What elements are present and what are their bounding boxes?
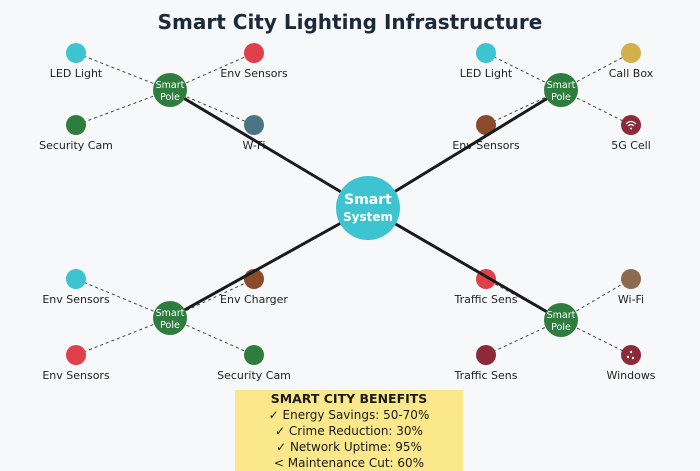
diagram-title: Smart City Lighting Infrastructure: [157, 10, 543, 34]
device-label: Security Cam: [39, 139, 113, 152]
pole-label: Smart: [156, 80, 185, 91]
backbone-link: [169, 206, 369, 320]
device-node: [66, 269, 86, 289]
smart-pole-node: [153, 73, 187, 107]
dashed-link: [75, 52, 171, 91]
benefit-item: ✓ Energy Savings: 50-70%: [268, 408, 430, 422]
center-label: Smart: [344, 192, 392, 208]
device-label: Env Sensors: [42, 369, 110, 382]
backbone-link: [169, 88, 369, 210]
device-label: Wi-Fi: [618, 293, 644, 306]
device-label: Env Sensors: [220, 67, 288, 80]
device-node: [621, 269, 641, 289]
device-label: LED Light: [50, 67, 103, 80]
device-label: Security Cam: [217, 369, 291, 382]
device-node: [476, 43, 496, 63]
benefit-item: ✓ Crime Reduction: 30%: [275, 424, 423, 438]
pole-label: Pole: [160, 320, 180, 331]
pole-label: Smart: [547, 80, 576, 91]
device-label: Env Sensors: [452, 139, 520, 152]
device-label: Traffic Sens: [454, 293, 518, 306]
wifi-icon-dot: [630, 127, 632, 130]
dashed-link: [75, 89, 171, 126]
dashed-link: [75, 317, 171, 356]
device-node: [476, 345, 496, 365]
pole-label: Pole: [160, 92, 180, 103]
device-node: [621, 345, 641, 365]
benefit-item: ✓ Network Uptime: 95%: [276, 440, 422, 454]
smart-pole-node: [544, 303, 578, 337]
pole-label: Smart: [547, 310, 576, 321]
smart-pole-node: [544, 73, 578, 107]
benefits-title: SMART CITY BENEFITS: [270, 391, 428, 406]
wifi-icon: [625, 120, 637, 127]
pole-label: Pole: [551, 322, 571, 333]
device-label: Call Box: [609, 67, 654, 80]
device-label: Windows: [606, 369, 655, 382]
smart-system-node: [336, 176, 400, 240]
device-node: [621, 43, 641, 63]
device-label: Traffic Sens: [454, 369, 518, 382]
device-label: LED Light: [460, 67, 513, 80]
device-node: [476, 115, 496, 135]
smart-pole-node: [153, 301, 187, 335]
pole-label: Pole: [551, 92, 571, 103]
dots-icon: [626, 355, 630, 359]
benefit-item: < Maintenance Cut: 60%: [273, 456, 425, 470]
backbone-link: [367, 206, 562, 322]
device-label: Env Sensors: [42, 293, 110, 306]
device-label: 5G Cell: [611, 139, 651, 152]
backbone-link: [367, 88, 562, 210]
dashed-link: [75, 278, 171, 319]
center-label: System: [343, 210, 393, 224]
device-node: [244, 345, 264, 365]
device-node: [66, 345, 86, 365]
device-node: [244, 115, 264, 135]
device-label: Env Charger: [220, 293, 288, 306]
pole-label: Smart: [156, 308, 185, 319]
device-node: [66, 43, 86, 63]
device-node: [66, 115, 86, 135]
dots-icon: [629, 350, 633, 354]
device-node: [244, 43, 264, 63]
benefits-box: SMART CITY BENEFITS ✓ Energy Savings: 50…: [235, 390, 463, 471]
dots-icon: [631, 356, 635, 360]
